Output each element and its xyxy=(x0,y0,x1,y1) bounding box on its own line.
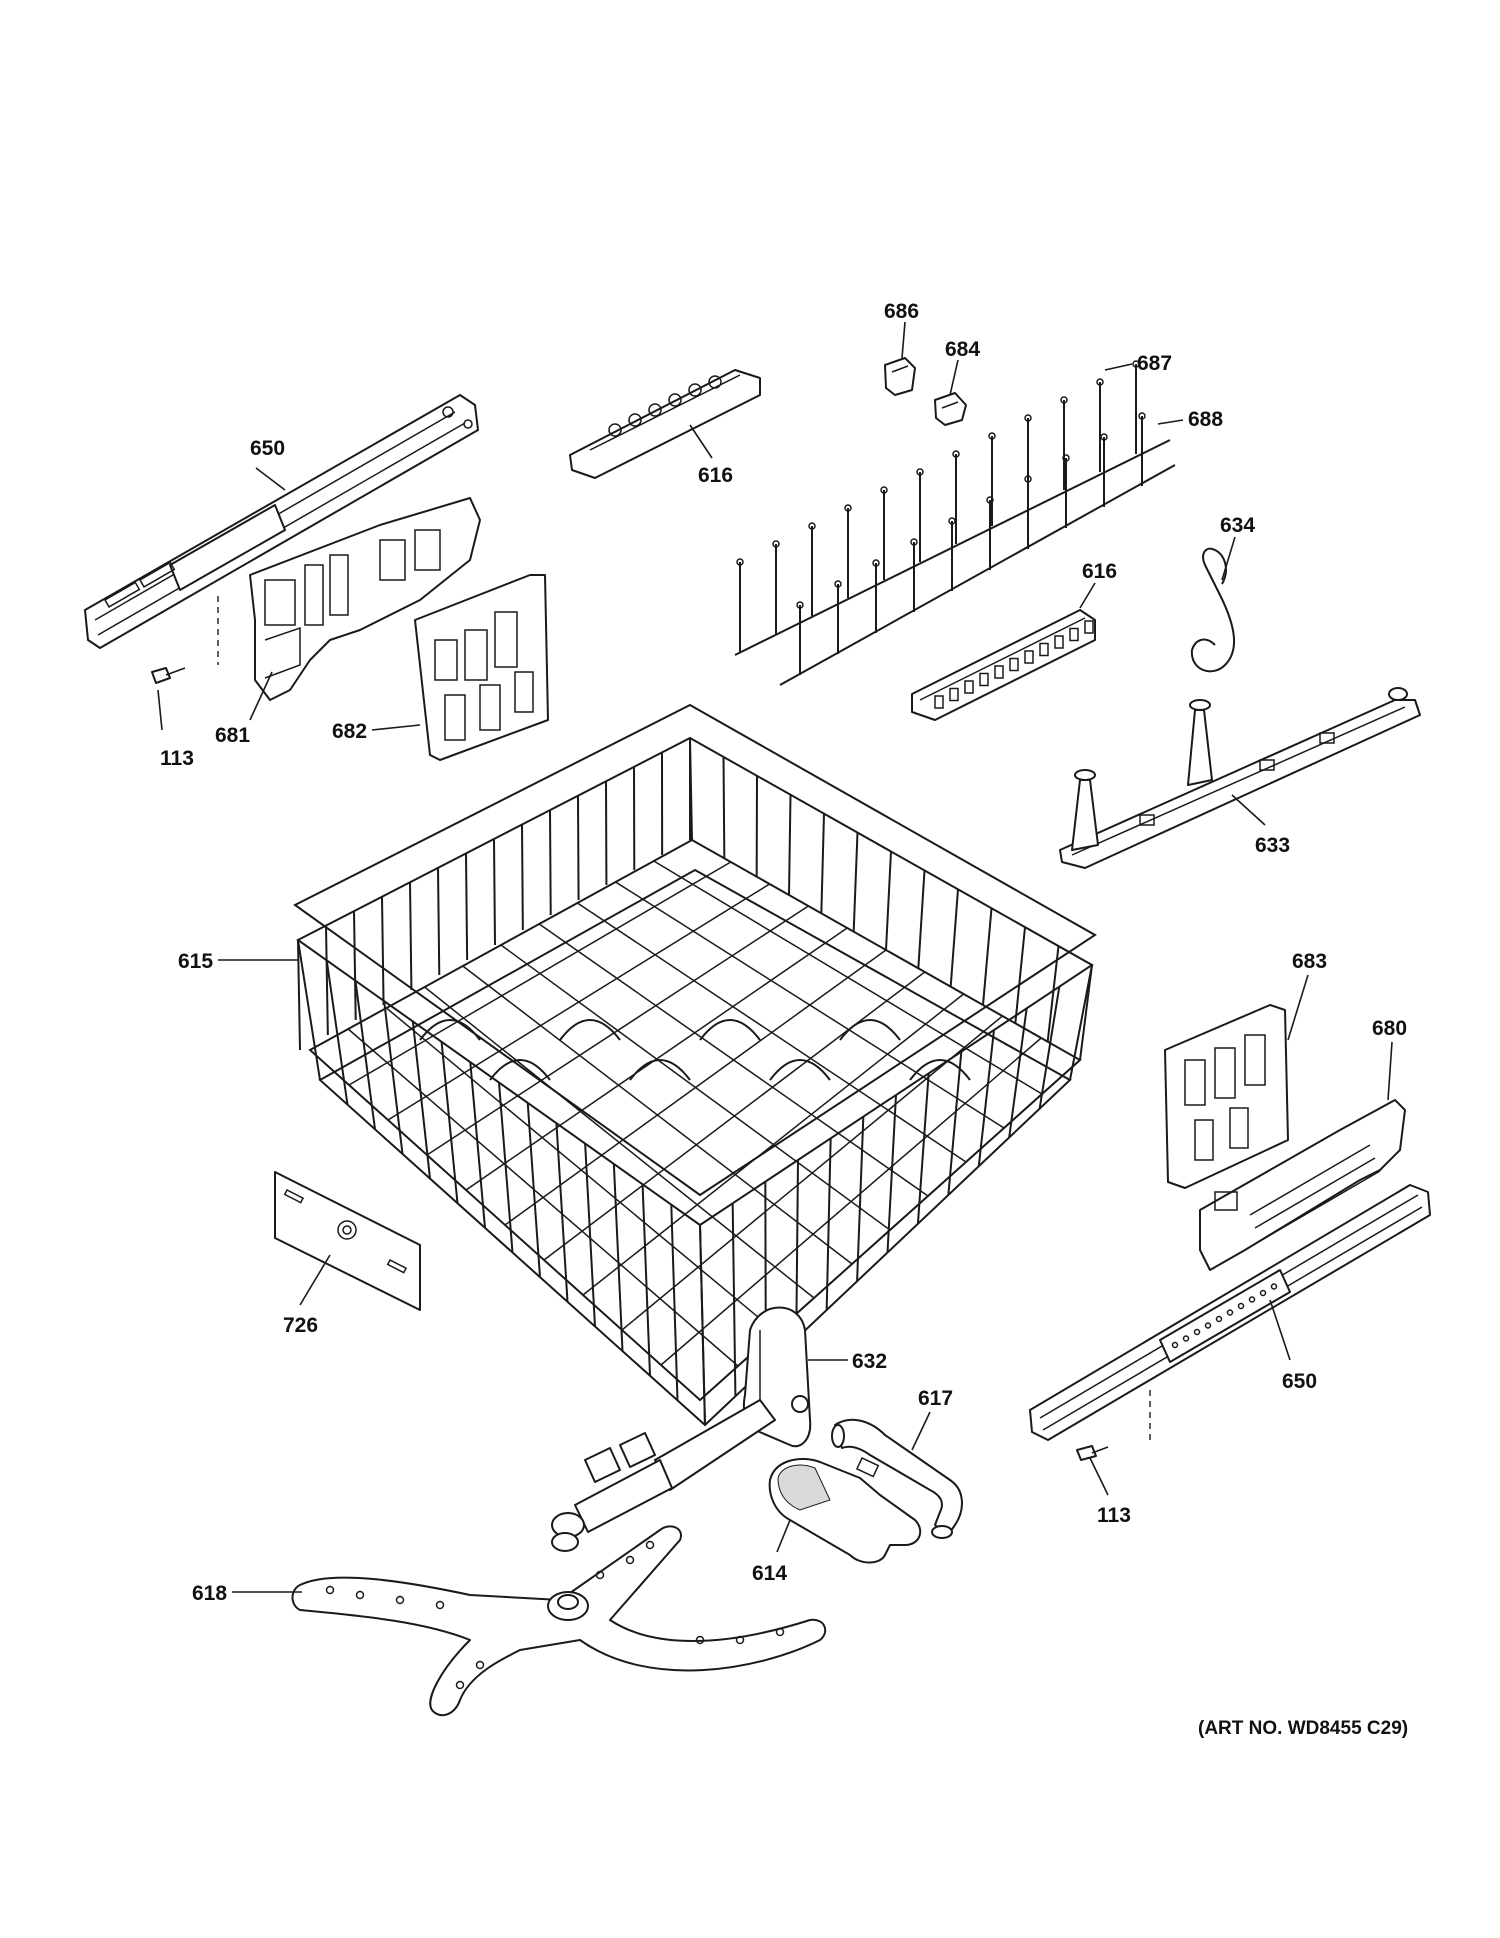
callout-683: 683 xyxy=(1292,950,1327,973)
water-conduit xyxy=(551,1306,812,1552)
callout-684: 684 xyxy=(945,338,980,361)
callout-682: 682 xyxy=(332,720,367,743)
middle-tine-row xyxy=(911,609,1096,721)
upper-dish-rack xyxy=(293,703,1097,1427)
conduit-elbow xyxy=(768,1457,922,1564)
callout-617: 617 xyxy=(918,1387,953,1410)
badge-plate xyxy=(274,1171,421,1311)
top-tine-row xyxy=(569,369,761,479)
callout-650-left: 650 xyxy=(250,437,285,460)
callout-615: 615 xyxy=(178,950,213,973)
right-rack-adjuster xyxy=(1199,1099,1406,1271)
callout-113-left: 113 xyxy=(160,747,194,770)
callout-113-right: 113 xyxy=(1097,1504,1131,1527)
clip-634 xyxy=(1190,547,1236,673)
clip-684 xyxy=(934,392,967,426)
callout-686: 686 xyxy=(884,300,919,323)
callout-616-top: 616 xyxy=(698,464,733,487)
callout-687: 687 xyxy=(1137,352,1172,375)
callout-616-mid: 616 xyxy=(1082,560,1117,583)
callout-634: 634 xyxy=(1220,514,1255,537)
clip-686 xyxy=(884,357,916,396)
callout-680: 680 xyxy=(1372,1017,1407,1040)
folding-tine-rack xyxy=(734,360,1176,686)
callout-688: 688 xyxy=(1188,408,1223,431)
leader-lines xyxy=(157,321,1393,1593)
left-rack-clip xyxy=(414,574,549,761)
callout-632: 632 xyxy=(852,1350,887,1373)
left-slide-rail xyxy=(84,394,479,665)
right-slide-rail xyxy=(1029,1184,1431,1441)
left-screw xyxy=(151,667,186,684)
callout-618: 618 xyxy=(192,1582,227,1605)
rack-water-manifold xyxy=(1059,687,1421,869)
callout-726: 726 xyxy=(283,1314,318,1337)
callout-614: 614 xyxy=(752,1562,787,1585)
spray-arm xyxy=(291,1525,827,1717)
right-screw xyxy=(1076,1445,1109,1461)
supply-hose xyxy=(831,1418,963,1539)
art-number: (ART NO. WD8455 C29) xyxy=(1198,1718,1408,1739)
callout-labels: 650 113 681 682 616 686 684 687 688 634 … xyxy=(160,300,1408,1739)
callout-633: 633 xyxy=(1255,834,1290,857)
callout-650-right: 650 xyxy=(1282,1370,1317,1393)
left-rack-adjuster xyxy=(249,497,481,701)
right-rack-clip xyxy=(1164,1004,1289,1189)
callout-681: 681 xyxy=(215,724,250,747)
